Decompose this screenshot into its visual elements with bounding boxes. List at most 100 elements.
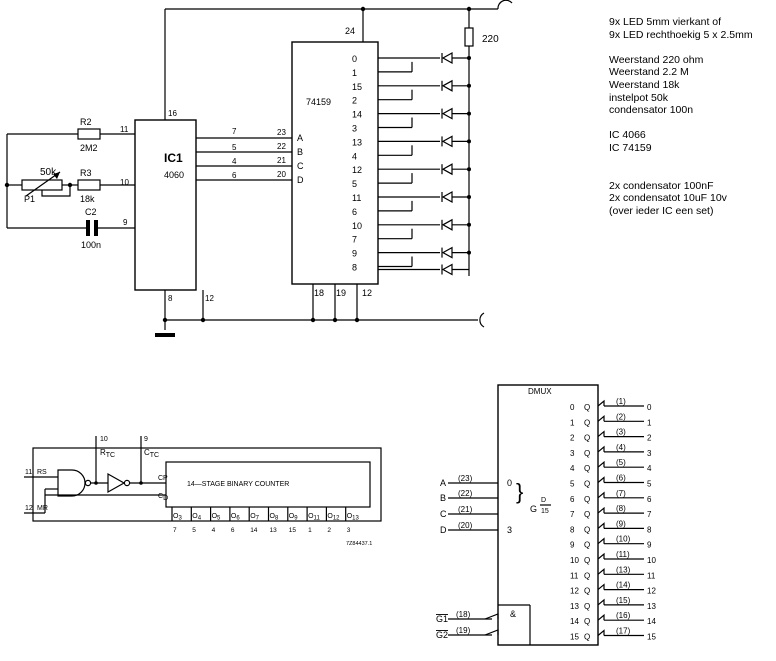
counter-output-pin: 5 xyxy=(192,527,196,534)
led-icon xyxy=(441,79,453,92)
dmux-output-number: 7 xyxy=(647,510,652,519)
counter-ctc-label: CTC xyxy=(144,448,159,459)
inverter-gate xyxy=(107,472,126,494)
counter-output-label: O9 xyxy=(289,513,298,522)
dmux-output-pin: (16) xyxy=(616,611,631,620)
active-low-icon xyxy=(597,460,605,468)
counter-output-pin: 14 xyxy=(250,527,258,534)
dmux-output-q: Q xyxy=(584,449,590,458)
notes-line: 9x LED 5mm vierkant of xyxy=(609,16,722,28)
dmux-output-q: Q xyxy=(584,617,590,626)
dmux-output-pin: (4) xyxy=(616,443,626,452)
decoder-pin-bottom: 12 xyxy=(362,288,372,298)
dmux-output-index: 10 xyxy=(570,556,579,565)
dmux-output-q: Q xyxy=(584,418,590,427)
counter-pin-rtc: 10 xyxy=(100,436,108,443)
nand-gate xyxy=(57,469,86,497)
dmux-title: DMUX xyxy=(528,387,552,396)
ic1-type: 4060 xyxy=(164,170,184,180)
decoder-output-pin: 11 xyxy=(352,193,361,203)
notes-line: Weerstand 18k xyxy=(609,78,680,91)
ic1-name: IC1 xyxy=(164,151,183,165)
counter-output-pin: 6 xyxy=(231,527,235,534)
resistor-220-label: 220 xyxy=(482,34,499,45)
ground-terminal xyxy=(479,312,485,328)
dmux-input-weight: 0 xyxy=(507,478,512,488)
decoder-input-label: B xyxy=(297,147,303,157)
dmux-output-q: Q xyxy=(584,434,590,443)
dmux-input-pin: (22) xyxy=(458,489,473,498)
dmux-input-pin: (21) xyxy=(458,505,473,514)
dmux-output-index: 6 xyxy=(570,495,575,504)
decoder-input-label: A xyxy=(297,133,303,143)
dmux-output-number: 11 xyxy=(647,571,656,580)
decoder-output-pin: 3 xyxy=(352,124,357,134)
dmux-output-pin: (9) xyxy=(616,519,626,528)
dmux-output-q: Q xyxy=(584,556,590,565)
dmux-output-number: 3 xyxy=(647,449,652,458)
dmux-output-pin: (17) xyxy=(616,627,631,636)
decoder-output-pin: 13 xyxy=(352,137,362,147)
dmux-output-pin: (15) xyxy=(616,596,631,605)
counter-output-label: O5 xyxy=(212,513,221,522)
active-low-icon xyxy=(484,613,499,620)
notes-line: 2x condensatot 10uF 10v xyxy=(609,192,727,205)
c2-name: C2 xyxy=(85,207,97,217)
active-low-icon xyxy=(597,506,605,514)
dmux-input-pin: (20) xyxy=(458,521,473,530)
decoder-input-label: C xyxy=(297,161,304,171)
dmux-output-pin: (14) xyxy=(616,581,631,590)
dmux-brace: } xyxy=(516,479,523,504)
decoder-output-pin: 5 xyxy=(352,179,357,189)
decoder-output-pin: 15 xyxy=(352,82,362,92)
decoder-output-pin: 12 xyxy=(352,165,362,175)
ic1-pin-ctc: 9 xyxy=(123,218,128,227)
dmux-output-number: 4 xyxy=(647,464,652,473)
c2-capacitor xyxy=(86,220,90,236)
active-low-icon xyxy=(597,399,605,407)
r3-name: R3 xyxy=(80,168,92,178)
dmux-output-pin: (10) xyxy=(616,535,631,544)
counter-cp-label: CP xyxy=(158,475,168,482)
counter-output-label: O6 xyxy=(231,513,240,522)
dmux-output-index: 15 xyxy=(570,633,579,642)
dmux-output-number: 1 xyxy=(647,418,652,427)
decoder-pin-in: 20 xyxy=(277,170,286,179)
ic1-pin-vdd: 16 xyxy=(168,109,177,118)
led-icon xyxy=(441,246,453,259)
decoder-output-pin: 1 xyxy=(352,68,357,78)
counter-rs-label: RS xyxy=(37,469,47,476)
dmux-output-index: 11 xyxy=(570,571,579,580)
resistor-220 xyxy=(464,27,474,47)
decoder-pin-in: 23 xyxy=(277,128,286,137)
decoder-pin-bottom: 18 xyxy=(314,288,324,298)
dmux-inputs: A(23)0B(22)C(21)D(20)3 xyxy=(440,474,512,535)
decoder-output-pin: 0 xyxy=(352,54,357,64)
dmux-output-number: 9 xyxy=(647,541,652,550)
notes-gap xyxy=(609,167,753,180)
notes-line: Weerstand 2.2 M xyxy=(609,66,689,79)
dmux-output-index: 2 xyxy=(570,434,575,443)
led-icon xyxy=(441,107,453,120)
counter-outline xyxy=(32,447,382,522)
dmux-output-pin: (3) xyxy=(616,428,626,437)
notes-line: IC 74159 xyxy=(609,141,652,154)
active-low-icon xyxy=(484,629,499,636)
decoder-output-pin: 8 xyxy=(352,263,357,273)
dmux-output-index: 9 xyxy=(570,541,575,550)
dmux-output-number: 13 xyxy=(647,602,656,611)
decoder-output-pin: 2 xyxy=(352,96,357,106)
ic1-pin-q5: 5 xyxy=(232,143,237,152)
ic1-body xyxy=(134,119,197,291)
dmux-output-q: Q xyxy=(584,495,590,504)
active-low-icon xyxy=(597,552,605,560)
r2-resistor xyxy=(77,128,101,140)
dmux-output-pin: (13) xyxy=(616,565,631,574)
decoder-pin-in: 21 xyxy=(277,156,286,165)
ic1-pin-rs: 11 xyxy=(120,125,129,134)
counter-ref: 7Z84437.1 xyxy=(346,541,372,547)
dmux-output-index: 14 xyxy=(570,617,579,626)
